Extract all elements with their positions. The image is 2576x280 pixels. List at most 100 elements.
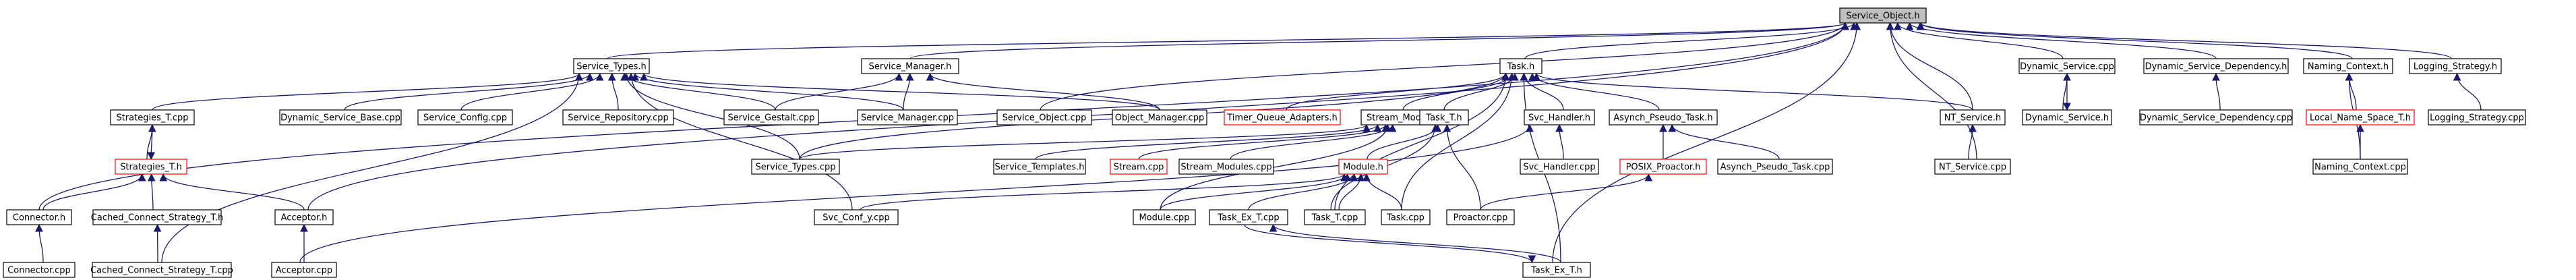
- node-svc-handler-cpp[interactable]: Svc_Handler.cpp: [1520, 159, 1599, 175]
- node-task-t-cpp[interactable]: Task_T.cpp: [1304, 209, 1366, 225]
- node-dynamic-service-h[interactable]: Dynamic_Service.h: [2022, 109, 2112, 125]
- node-box: [92, 262, 232, 278]
- node-logging-strategy-cpp[interactable]: Logging_Strategy.cpp: [2428, 109, 2526, 125]
- node-proactor-cpp[interactable]: Proactor.cpp: [1446, 209, 1515, 225]
- node-asynch-pseudo-task-cpp[interactable]: Asynch_Pseudo_Task.cpp: [1717, 159, 1833, 175]
- node-strategies-t-h[interactable]: Strategies_T.h: [115, 159, 187, 175]
- node-label: Service_Types.h: [576, 62, 647, 72]
- node-naming-context-cpp[interactable]: Naming_Context.cpp: [2312, 159, 2408, 175]
- node-task-cpp[interactable]: Task.cpp: [1381, 209, 1431, 225]
- node-timer-queue-adapters-h[interactable]: Timer_Queue_Adapters.h: [1224, 109, 1341, 125]
- node-service-types-h[interactable]: Service_Types.h: [573, 58, 650, 74]
- node-naming-context-h[interactable]: Naming_Context.h: [2303, 58, 2393, 74]
- node-label: Service_Config.cpp: [423, 113, 507, 123]
- node-service-manager-h[interactable]: Service_Manager.h: [861, 58, 959, 74]
- node-box: [1522, 262, 1591, 278]
- edge-logging_strategy_cpp-to-logging_strategy_h: [2453, 72, 2482, 111]
- node-label: Strategies_T.h: [120, 163, 182, 173]
- node-box: [1619, 159, 1707, 175]
- node-label: Asynch_Pseudo_Task.h: [1613, 113, 1712, 123]
- node-service-types-cpp[interactable]: Service_Types.cpp: [751, 159, 840, 175]
- edge-object_manager_cpp-to-service_manager_h: [926, 72, 1160, 111]
- node-box: [1934, 159, 2011, 175]
- node-svc-handler-h[interactable]: Svc_Handler.h: [1524, 109, 1595, 125]
- edge-acceptor_cpp-to-svc_handler_h: [299, 123, 1534, 263]
- node-cached-connect-strategy-t-cpp[interactable]: Cached_Connect_Strategy_T.cpp: [90, 262, 233, 278]
- node-label: Service_Types.cpp: [756, 163, 836, 173]
- node-module-cpp[interactable]: Module.cpp: [1133, 209, 1196, 225]
- node-posix-proactor-h[interactable]: POSIX_Proactor.h: [1619, 159, 1707, 175]
- node-svc-conf-y-cpp[interactable]: Svc_Conf_y.cpp: [814, 209, 899, 225]
- edge-dynamic_service_h-to-dynamic_service_cpp: [2062, 72, 2071, 111]
- node-task-ex-t-h[interactable]: Task_Ex_T.h: [1522, 262, 1591, 278]
- node-task-t-h[interactable]: Task_T.h: [1419, 109, 1469, 125]
- node-logging-strategy-h[interactable]: Logging_Strategy.h: [2409, 58, 2502, 74]
- node-box: [1112, 109, 1207, 125]
- node-service-manager-cpp[interactable]: Service_Manager.cpp: [857, 109, 958, 125]
- node-nt-service-cpp[interactable]: NT_Service.cpp: [1934, 159, 2011, 175]
- edge-timer_queue_adapters_h-to-task_h: [1286, 72, 1509, 111]
- edge-service_manager_cpp-to-service_types_h: [631, 72, 904, 111]
- node-acceptor-h[interactable]: Acceptor.h: [274, 209, 334, 225]
- node-connector-h[interactable]: Connector.h: [6, 209, 72, 225]
- node-module-h[interactable]: Module.h: [1338, 159, 1388, 175]
- node-label: Dynamic_Service.h: [2025, 113, 2109, 123]
- node-acceptor-cpp[interactable]: Acceptor.cpp: [271, 262, 337, 278]
- node-service-repository-cpp[interactable]: Service_Repository.cpp: [562, 109, 674, 125]
- node-box: [1609, 109, 1718, 125]
- node-label: Service_Object.cpp: [1002, 113, 1087, 123]
- edge-object_manager_cpp-to-service_types_h: [640, 72, 1160, 111]
- node-dynamic-service-dependency-h[interactable]: Dynamic_Service_Dependency.h: [2143, 58, 2289, 74]
- node-box: [573, 58, 650, 74]
- node-label: Task.h: [1507, 62, 1534, 72]
- node-box: [1304, 209, 1366, 225]
- node-dynamic-service-base-cpp[interactable]: Dynamic_Service_Base.cpp: [279, 109, 402, 125]
- node-local-name-space-t-h[interactable]: Local_Name_Space_T.h: [2306, 109, 2415, 125]
- node-stream-modules-cpp[interactable]: Stream_Modules.cpp: [1178, 159, 1274, 175]
- node-box: [2312, 159, 2408, 175]
- node-label: Naming_Context.h: [2308, 62, 2389, 72]
- node-dynamic-service-dependency-cpp[interactable]: Dynamic_Service_Dependency.cpp: [2139, 109, 2293, 125]
- edge-naming_context_h-to-service_object_h: [1916, 22, 2353, 59]
- node-box: [1839, 7, 1927, 24]
- edge-svc_conf_y_cpp-to-service_types_h: [627, 72, 853, 211]
- node-box: [1524, 109, 1595, 125]
- edge-strategies_t_cpp-to-service_types_h: [152, 72, 583, 111]
- node-nt-service-h[interactable]: NT_Service.h: [1940, 109, 2006, 125]
- node-cached-connect-strategy-t-h[interactable]: Cached_Connect_Strategy_T.h: [91, 209, 223, 225]
- edge-service_object_cpp-to-service_object_h: [1040, 22, 1849, 111]
- edge-dynamic_service_dependency_cpp-to-dynamic_service_dependency_h: [2212, 72, 2221, 111]
- node-service-object-cpp[interactable]: Service_Object.cpp: [996, 109, 1092, 125]
- node-task-h[interactable]: Task.h: [1499, 58, 1542, 74]
- edge-connector_h-to-strategies_t_h: [42, 173, 146, 211]
- node-label: Dynamic_Service_Base.cpp: [280, 113, 400, 123]
- node-box: [1520, 159, 1599, 175]
- node-connector-cpp[interactable]: Connector.cpp: [3, 262, 76, 278]
- node-box: [2303, 58, 2393, 74]
- node-box: [110, 109, 195, 125]
- edge-service_gestalt_cpp-to-service_manager_h: [775, 72, 903, 111]
- edge-nt_service_h-to-service_object_h: [1886, 22, 1973, 111]
- node-service-config-cpp[interactable]: Service_Config.cpp: [417, 109, 513, 125]
- node-object-manager-cpp[interactable]: Object_Manager.cpp: [1112, 109, 1207, 125]
- node-task-ex-t-cpp[interactable]: Task_Ex_T.cpp: [1209, 209, 1288, 225]
- node-box: [3, 262, 76, 278]
- node-label: Service_Repository.cpp: [568, 113, 669, 123]
- node-stream-cpp[interactable]: Stream.cpp: [1110, 159, 1168, 175]
- node-service-object-h[interactable]: Service_Object.h: [1839, 7, 1927, 24]
- edge-dynamic_service_cpp-to-service_object_h: [1894, 22, 2064, 59]
- node-label: Dynamic_Service_Dependency.cpp: [2140, 113, 2292, 123]
- node-dynamic-service-cpp[interactable]: Dynamic_Service.cpp: [2018, 58, 2116, 74]
- edge-task_ex_t_cpp-to-module_h: [1248, 173, 1358, 211]
- node-label: Dynamic_Service.cpp: [2020, 62, 2114, 72]
- node-service-templates-h[interactable]: Service_Templates.h: [993, 159, 1086, 175]
- node-box: [996, 109, 1092, 125]
- node-label: Connector.cpp: [7, 266, 71, 276]
- node-box: [1499, 58, 1542, 74]
- edge-proactor_cpp-to-posix_proactor_h: [1480, 173, 1653, 211]
- node-strategies-t-cpp[interactable]: Strategies_T.cpp: [110, 109, 195, 125]
- node-asynch-pseudo-task-h[interactable]: Asynch_Pseudo_Task.h: [1609, 109, 1718, 125]
- node-label: Local_Name_Space_T.h: [2310, 113, 2411, 123]
- node-service-gestalt-cpp[interactable]: Service_Gestalt.cpp: [723, 109, 819, 125]
- node-label: Object_Manager.cpp: [1115, 113, 1204, 123]
